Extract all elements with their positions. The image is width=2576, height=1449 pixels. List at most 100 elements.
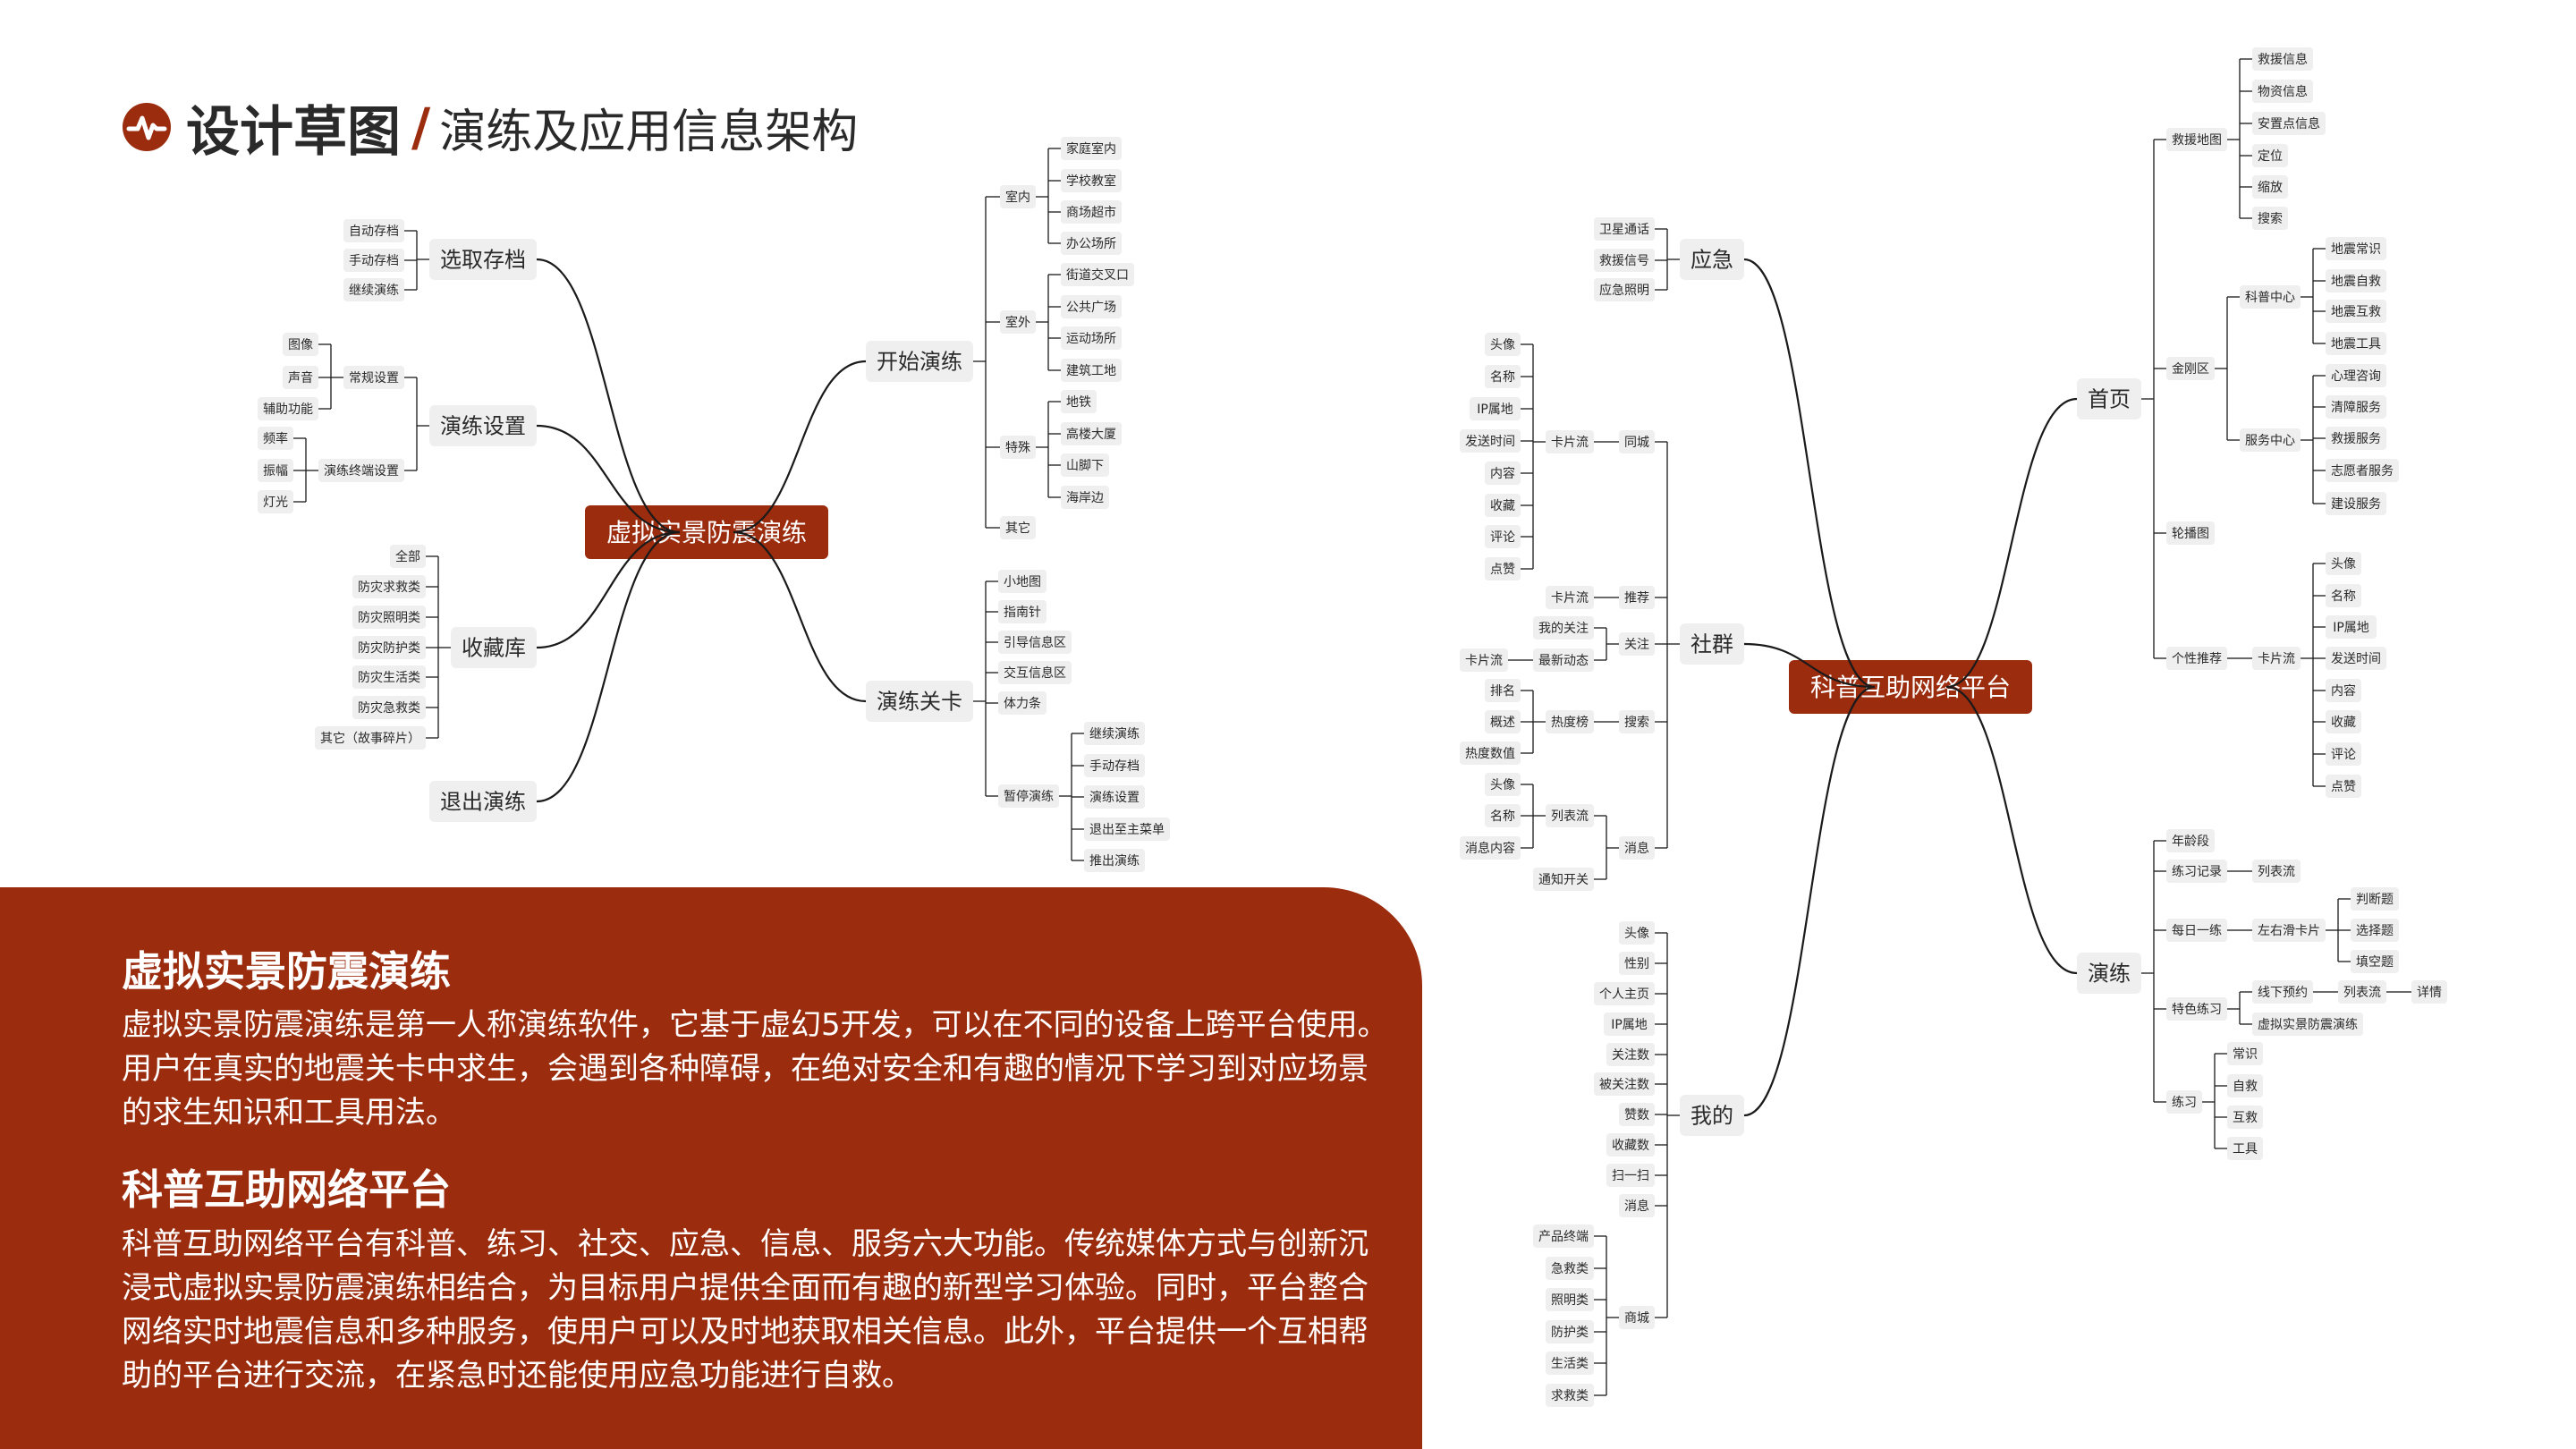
mindmap-node-18-box — [352, 665, 426, 689]
mindmap-node-5: 常规设置 — [343, 366, 404, 389]
mindmap-node-103-label: 救援信息 — [2258, 52, 2308, 67]
mindmap-node-37-box — [1061, 486, 1109, 509]
mindmap-node-119-label: 志愿者服务 — [2331, 464, 2394, 479]
mindmap-node-76-label: 热度数值 — [1465, 747, 1515, 761]
mindmap-node-127-label: 发送时间 — [2331, 652, 2381, 666]
mindmap-node-117: 清障服务 — [2326, 395, 2386, 419]
mindmap-node-95: 产品终端 — [1533, 1224, 1594, 1248]
mindmap-node-138: 判断题 — [2351, 887, 2399, 911]
mindmap-node-3-label: 继续演练 — [349, 283, 399, 298]
mindmap-node-83-box — [1680, 1095, 1744, 1136]
mindmap-node-122-label: 个性推荐 — [2172, 652, 2222, 666]
mindmap-node-41: 指南针 — [998, 600, 1046, 623]
mindmap-node-129: 收藏 — [2326, 710, 2361, 733]
mindmap-node-5-label: 常规设置 — [349, 371, 399, 386]
mindmap-node-127-box — [2326, 647, 2386, 670]
mindmap-node-48-box — [1084, 785, 1145, 809]
mindmap-node-121-label: 轮播图 — [2172, 527, 2209, 541]
mindmap-node-73: 热度榜 — [1546, 710, 1594, 733]
mindmap-node-39: 演练关卡 — [866, 681, 973, 722]
mindmap-node-111-label: 地震常识 — [2331, 242, 2381, 257]
mindmap-node-104-label: 物资信息 — [2258, 84, 2308, 99]
mindmap-node-99-box — [1546, 1352, 1594, 1375]
mindmap-node-95-box — [1533, 1224, 1594, 1248]
mindmap-node-96-box — [1546, 1257, 1594, 1280]
mindmap-node-109-label: 金刚区 — [2172, 362, 2209, 377]
left-map-connector-4 — [733, 360, 867, 534]
mindmap-node-87: IP属地 — [1604, 1013, 1655, 1036]
mindmap-node-50-label: 推出演练 — [1089, 854, 1140, 869]
mindmap-node-89-label: 被关注数 — [1599, 1078, 1649, 1092]
mindmap-node-102-box — [2166, 128, 2227, 151]
mindmap-node-149-label: 互救 — [2233, 1111, 2258, 1125]
mindmap-node-126-label: IP属地 — [2333, 621, 2369, 635]
page-subtitle: 演练及应用信息架构 — [439, 105, 859, 159]
mindmap-node-110: 科普中心 — [2240, 285, 2301, 309]
mindmap-node-91-box — [1606, 1133, 1655, 1157]
page-header: 设计草图 / 演练及应用信息架构 — [122, 86, 858, 168]
mindmap-node-18: 防灾生活类 — [352, 665, 426, 689]
mindmap-node-80-box — [1485, 804, 1521, 827]
mindmap-node-144-box — [2411, 980, 2447, 1004]
mindmap-node-72-box — [1619, 710, 1655, 733]
mindmap-node-37: 海岸边 — [1061, 486, 1109, 509]
mindmap-node-44-box — [998, 691, 1046, 715]
mindmap-node-100-label: 求救类 — [1551, 1389, 1589, 1403]
mindmap-node-99-label: 生活类 — [1551, 1357, 1589, 1371]
mindmap-node-134: 练习记录 — [2166, 860, 2227, 883]
mindmap-node-9: 演练终端设置 — [318, 459, 404, 482]
mindmap-node-82: 通知开关 — [1533, 868, 1594, 891]
mindmap-node-59-label: 名称 — [1490, 370, 1515, 385]
mindmap-node-6-label: 图像 — [288, 338, 313, 352]
mindmap-node-118-label: 救援服务 — [2331, 432, 2381, 446]
mindmap-node-108: 搜索 — [2252, 207, 2288, 230]
mindmap-node-70-label: 最新动态 — [1538, 654, 1589, 668]
mindmap-node-124: 头像 — [2326, 552, 2361, 575]
mindmap-node-14-box — [390, 545, 426, 568]
mindmap-node-44-label: 体力条 — [1004, 696, 1041, 711]
mindmap-node-114: 地震工具 — [2326, 332, 2386, 355]
mindmap-node-21: 退出演练 — [429, 781, 537, 822]
mindmap-node-76: 热度数值 — [1460, 741, 1521, 765]
mindmap-node-51-label: 应急 — [1690, 248, 1733, 273]
mindmap-node-67-box — [1546, 586, 1594, 609]
mindmap-node-144-label: 详情 — [2417, 986, 2442, 1000]
mindmap-node-132-box — [2077, 953, 2141, 994]
mindmap-node-2-label: 手动存档 — [349, 254, 399, 268]
mindmap-node-58-box — [1485, 333, 1521, 356]
mindmap-node-19-label: 防灾急救类 — [358, 700, 420, 716]
mindmap-node-106-box — [2252, 144, 2288, 167]
mindmap-node-75-box — [1485, 710, 1521, 733]
mindmap-node-62-box — [1485, 462, 1521, 485]
mindmap-node-94-label: 商城 — [1624, 1311, 1649, 1326]
mindmap-node-2: 手动存档 — [343, 249, 404, 272]
mindmap-node-55-box — [1680, 623, 1744, 665]
mindmap-node-93-label: 消息 — [1624, 1199, 1649, 1214]
mindmap-node-118-box — [2326, 427, 2386, 450]
mindmap-node-22-box — [866, 341, 973, 382]
mindmap-node-33-box — [1000, 436, 1036, 459]
mindmap-node-46-label: 继续演练 — [1089, 726, 1140, 741]
mindmap-node-141: 特色练习 — [2166, 997, 2227, 1021]
mindmap-node-16-box — [352, 606, 426, 629]
mindmap-node-19-box — [352, 696, 426, 719]
mindmap-node-70-box — [1533, 648, 1594, 672]
mindmap-node-0: 选取存档 — [429, 239, 537, 280]
mindmap-node-146: 练习 — [2166, 1090, 2202, 1114]
mindmap-node-43-label: 交互信息区 — [1004, 665, 1066, 681]
mindmap-node-130: 评论 — [2326, 742, 2361, 766]
mindmap-node-33: 特殊 — [1000, 436, 1036, 459]
right-map-connector-1 — [1743, 642, 1876, 689]
mindmap-node-9-label: 演练终端设置 — [324, 464, 399, 479]
mindmap-node-23-label: 室内 — [1005, 190, 1030, 205]
mindmap-node-34-box — [1061, 390, 1097, 413]
mindmap-node-6: 图像 — [283, 333, 318, 356]
mindmap-node-121: 轮播图 — [2166, 521, 2215, 545]
mindmap-node-74-label: 排名 — [1490, 684, 1515, 699]
mindmap-node-87-label: IP属地 — [1611, 1018, 1648, 1032]
mindmap-node-40-box — [998, 570, 1046, 593]
mindmap-node-97-label: 照明类 — [1551, 1293, 1589, 1308]
mindmap-node-91-label: 收藏数 — [1612, 1139, 1649, 1153]
mindmap-node-141-box — [2166, 997, 2227, 1021]
mindmap-node-71: 卡片流 — [1460, 648, 1508, 672]
